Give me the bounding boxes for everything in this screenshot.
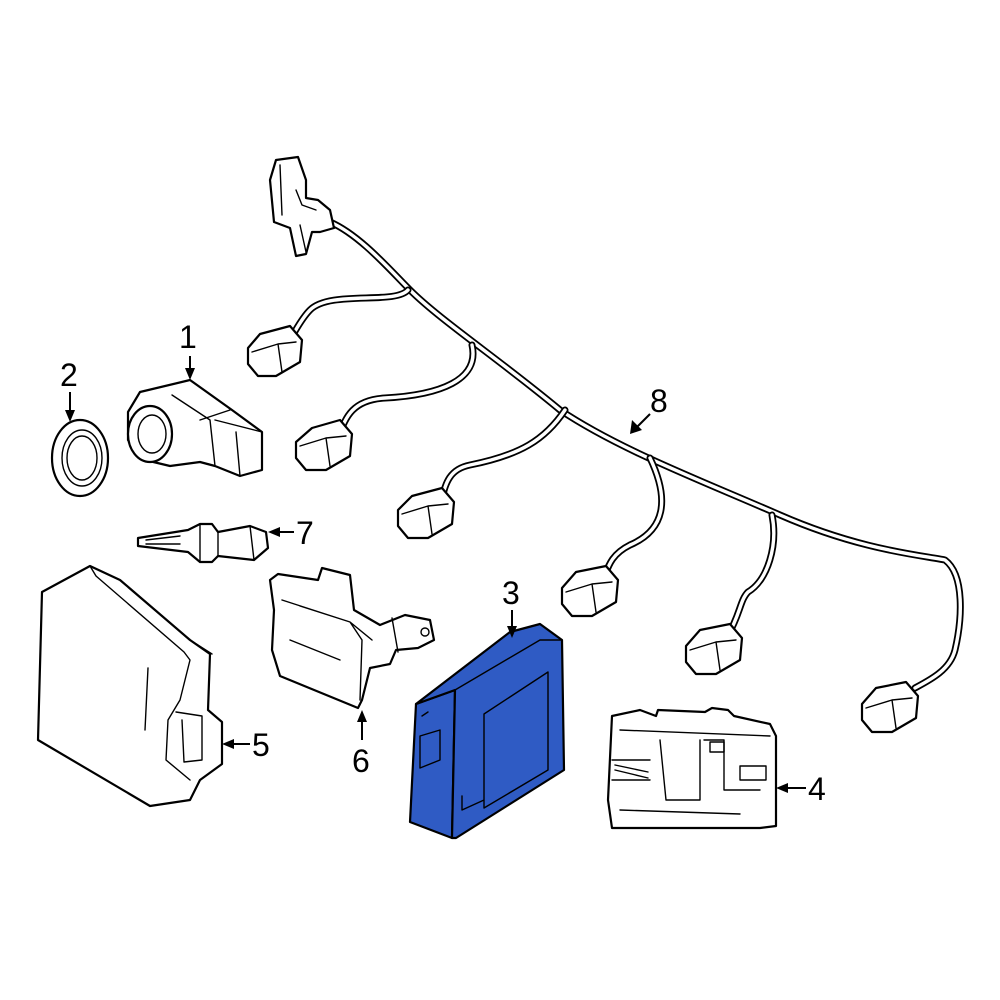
harness-plug-1	[246, 324, 304, 378]
harness-plug-3	[396, 486, 456, 540]
mounting-bracket[interactable]	[268, 566, 436, 710]
callout-5: 5	[252, 727, 270, 763]
callout-6: 6	[352, 743, 370, 779]
callout-4: 4	[808, 771, 826, 807]
connector-holder[interactable]	[606, 706, 778, 830]
callout-3: 3	[502, 575, 520, 611]
callout-2: 2	[60, 357, 78, 393]
retainer-ring[interactable]	[50, 418, 110, 498]
harness-plug-2	[294, 418, 354, 472]
park-sensor[interactable]	[126, 378, 264, 478]
harness-plug-4	[560, 564, 620, 618]
harness-main-connector	[268, 155, 336, 258]
callout-8: 8	[650, 383, 668, 419]
wiring-harness[interactable]	[246, 155, 964, 734]
harness-plug-5	[684, 622, 744, 676]
park-assist-module[interactable]	[408, 622, 566, 840]
callout-1: 1	[179, 319, 197, 355]
module-cover[interactable]	[36, 564, 224, 808]
callout-arrows	[65, 356, 806, 793]
bulb-sensor[interactable]	[136, 522, 270, 564]
callout-7: 7	[296, 515, 314, 551]
harness-plug-6	[860, 680, 920, 734]
